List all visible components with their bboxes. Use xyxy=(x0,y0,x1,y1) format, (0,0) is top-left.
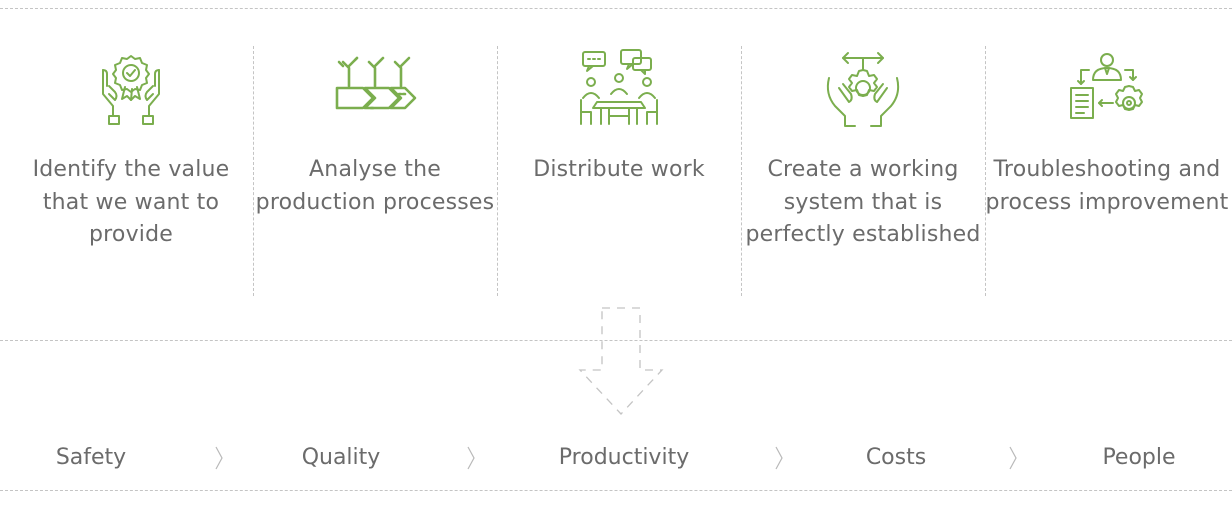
step-troubleshooting: Troubleshooting and process improvement xyxy=(985,48,1229,215)
down-arrow-icon xyxy=(578,307,664,415)
chevron-right-icon xyxy=(775,446,783,470)
column-divider-1 xyxy=(253,46,254,296)
result-quality: Quality xyxy=(301,445,381,470)
step-label: Identify the value that we want to provi… xyxy=(32,157,230,247)
step-create-system: Create a working system that is perfectl… xyxy=(741,48,985,247)
hands-gear-arrows-icon xyxy=(826,52,900,127)
result-productivity: Productivity xyxy=(558,445,690,470)
column-divider-2 xyxy=(497,46,498,296)
chevron-right-icon xyxy=(1009,446,1017,470)
step-label: Create a working system that is perfectl… xyxy=(745,157,981,247)
step-label: Distribute work xyxy=(533,157,705,182)
step-identify-value: Identify the value that we want to provi… xyxy=(9,48,253,247)
top-divider xyxy=(0,8,1232,9)
result-costs: Costs xyxy=(865,445,927,470)
chevron-right-icon xyxy=(215,446,223,470)
bottom-divider xyxy=(0,490,1232,491)
manager-document-gear-icon xyxy=(1070,53,1143,119)
step-label: Analyse the production processes xyxy=(255,157,495,215)
result-people: People xyxy=(1102,445,1176,470)
step-distribute-work: Distribute work xyxy=(497,48,741,182)
hands-award-icon xyxy=(102,55,160,125)
column-divider-3 xyxy=(741,46,742,296)
middle-divider xyxy=(0,340,1232,341)
step-analyse-processes: Analyse the production processes xyxy=(253,48,497,215)
step-label: Troubleshooting and process improvement xyxy=(985,157,1229,215)
chevron-right-icon xyxy=(467,446,475,470)
result-safety: Safety xyxy=(55,445,127,470)
process-chevrons-checkmarks-icon xyxy=(335,56,417,110)
team-meeting-chat-icon xyxy=(580,49,658,125)
column-divider-4 xyxy=(985,46,986,296)
